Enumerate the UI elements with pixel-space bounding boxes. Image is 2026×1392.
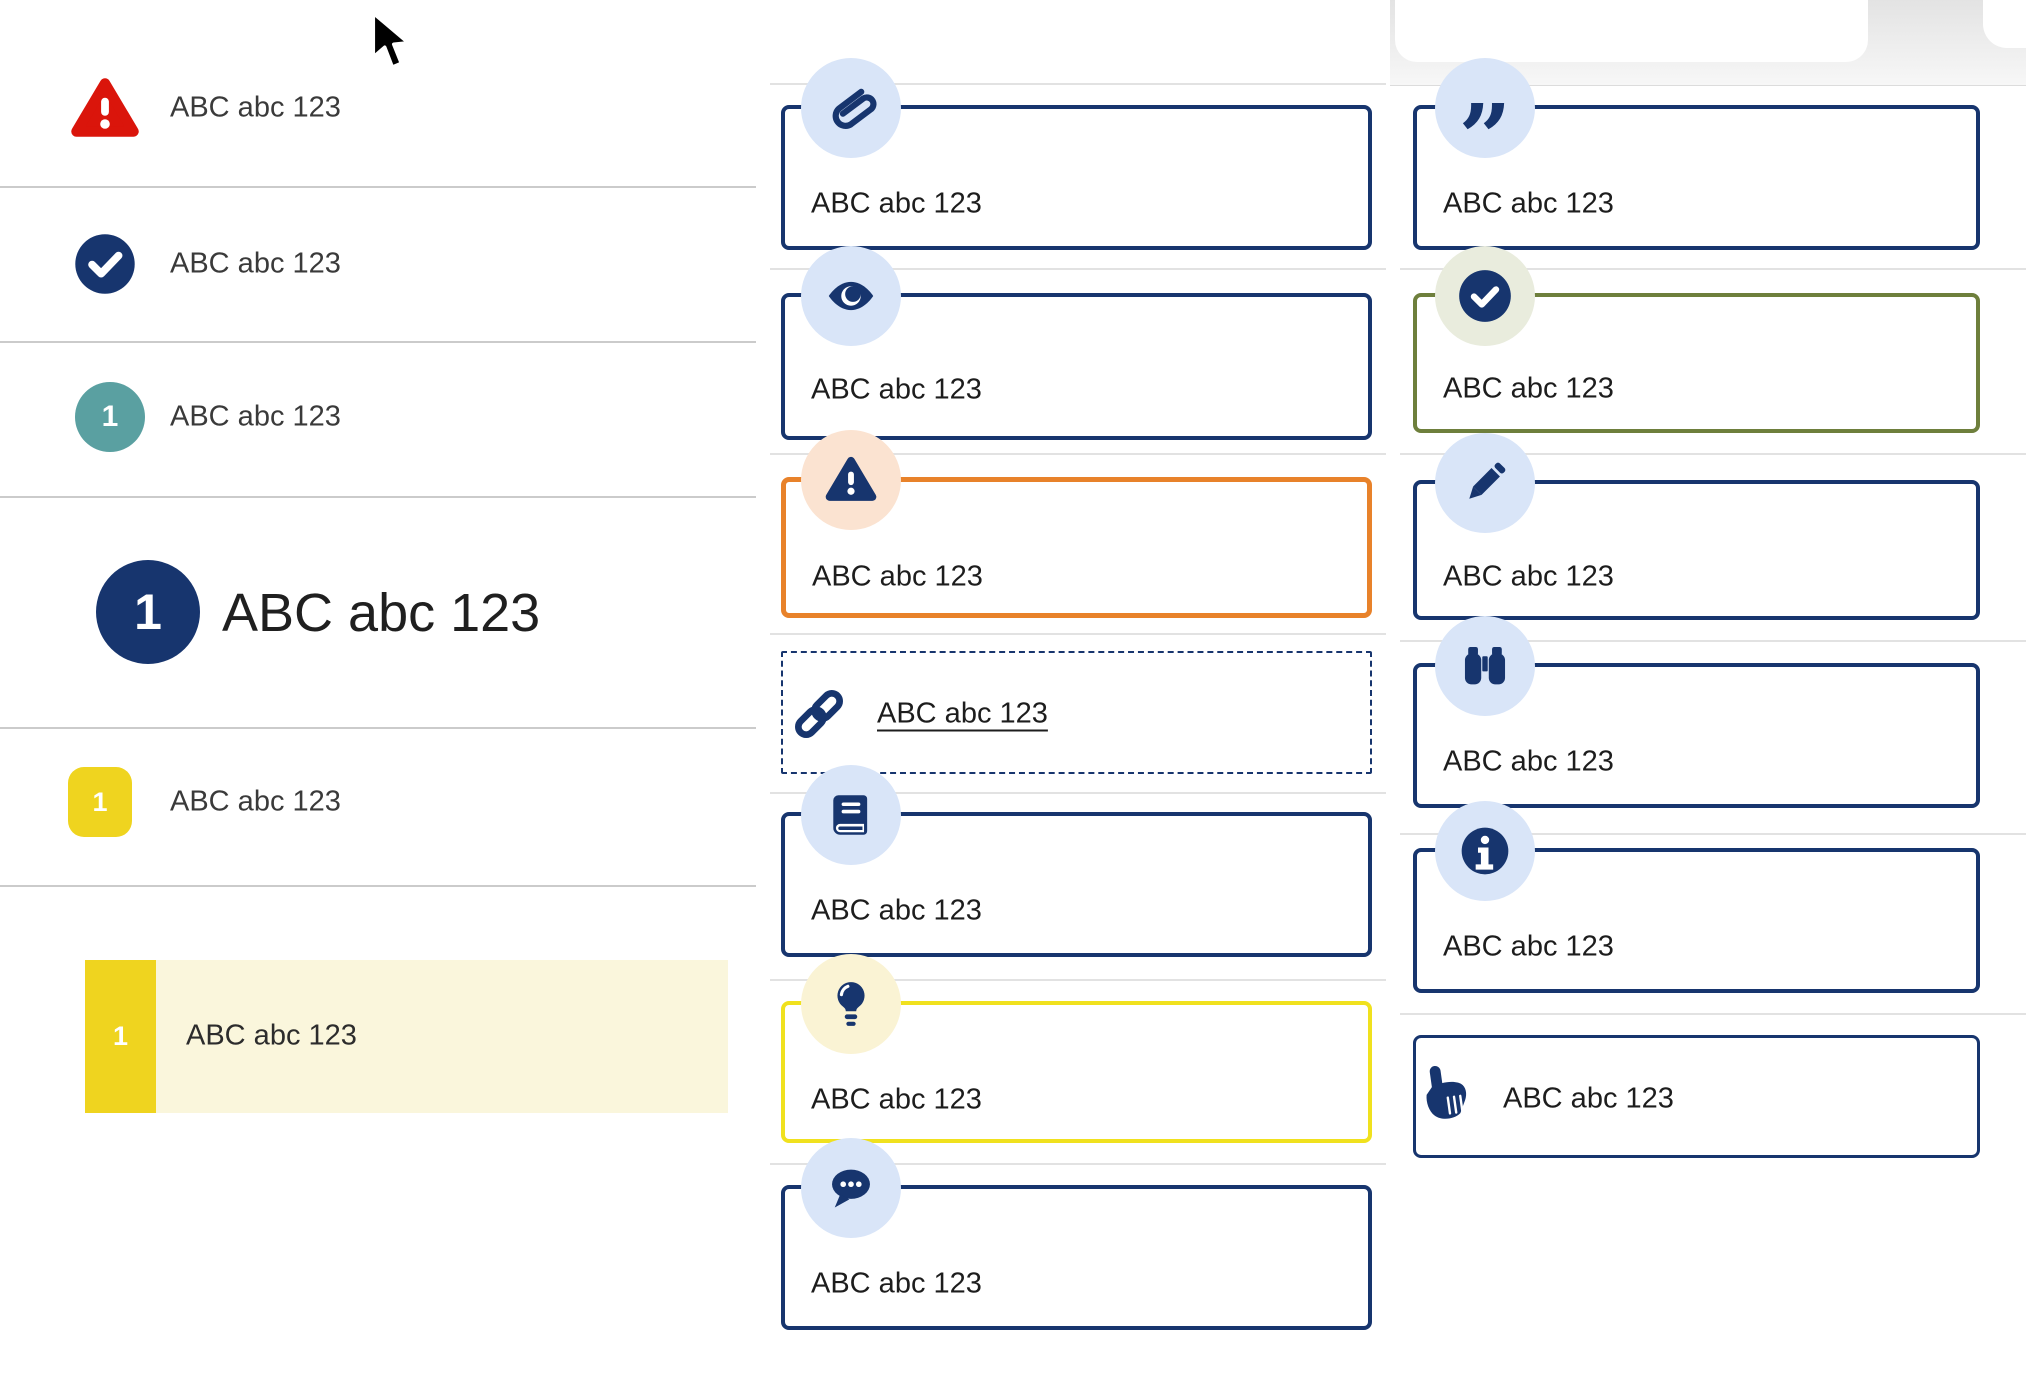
info-icon	[1435, 801, 1535, 901]
paperclip-icon	[801, 58, 901, 158]
divider	[0, 496, 756, 498]
divider	[1400, 1013, 2026, 1015]
hand-point-up-icon	[1421, 1062, 1477, 1126]
list-item-label: ABC abc 123	[170, 785, 341, 818]
link-icon	[790, 685, 848, 743]
eye-icon	[801, 246, 901, 346]
divider	[1400, 833, 2026, 835]
callout-label: ABC abc 123	[1443, 930, 1614, 963]
list-item-heading: ABC abc 123	[222, 583, 541, 643]
divider	[770, 1163, 1386, 1165]
list-item-label: ABC abc 123	[170, 91, 341, 124]
callout-label: ABC abc 123	[1443, 560, 1614, 593]
yellow-number-bar: 1	[85, 960, 156, 1113]
callout-edit: ABC abc 123	[1413, 480, 1980, 620]
divider	[770, 453, 1386, 455]
callout-label: ABC abc 123	[1443, 372, 1614, 405]
check-circle-icon	[74, 233, 136, 295]
divider	[1400, 453, 2026, 455]
divider	[1400, 268, 2026, 270]
divider	[0, 341, 756, 343]
callout-label: ABC abc 123	[811, 187, 982, 220]
list-item-label: ABC abc 123	[170, 247, 341, 280]
divider	[770, 792, 1386, 794]
callout-label: ABC abc 123	[812, 560, 983, 593]
alert-triangle-icon	[69, 76, 141, 142]
teal-number-badge: 1	[75, 382, 145, 452]
divider	[770, 83, 1386, 85]
callout-action: ABC abc 123	[1413, 1035, 1980, 1158]
check-circle-icon	[1435, 246, 1535, 346]
scrolled-card-bottom	[1395, 0, 1868, 62]
divider	[0, 727, 756, 729]
lightbulb-icon	[801, 954, 901, 1054]
list-item-label: ABC abc 123	[170, 400, 341, 433]
divider	[0, 186, 756, 188]
callout-label: ABC abc 123	[811, 894, 982, 927]
callout-label: ABC abc 123	[811, 1083, 982, 1116]
binoculars-icon	[1435, 616, 1535, 716]
callout-label: ABC abc 123	[1443, 187, 1614, 220]
yellow-number-badge: 1	[68, 767, 132, 837]
divider	[770, 979, 1386, 981]
divider	[770, 633, 1386, 635]
scrolled-card-corner	[1983, 0, 2026, 48]
link-label[interactable]: ABC abc 123	[877, 697, 1048, 730]
callout-label: ABC abc 123	[1503, 1082, 1674, 1115]
callout-label: ABC abc 123	[811, 1267, 982, 1300]
navy-number-badge-large: 1	[96, 560, 200, 664]
arrow-cursor-icon	[368, 10, 412, 74]
callout-explore: ABC abc 123	[1413, 663, 1980, 808]
divider	[1400, 640, 2026, 642]
callout-link[interactable]: ABC abc 123	[781, 651, 1372, 774]
callout-comment: ABC abc 123	[781, 1185, 1372, 1330]
pencil-icon	[1435, 433, 1535, 533]
list-item-label: ABC abc 123	[186, 1019, 357, 1052]
divider	[0, 885, 756, 887]
divider	[770, 268, 1386, 270]
callout-label: ABC abc 123	[811, 373, 982, 406]
quote-icon: ”	[1435, 58, 1535, 184]
callout-label: ABC abc 123	[1443, 745, 1614, 778]
alert-triangle-icon	[801, 430, 901, 530]
speech-bubble-icon	[801, 1138, 901, 1238]
book-icon	[801, 765, 901, 865]
row-highlight	[85, 960, 728, 1113]
callout-attachment: ABC abc 123	[781, 105, 1372, 250]
